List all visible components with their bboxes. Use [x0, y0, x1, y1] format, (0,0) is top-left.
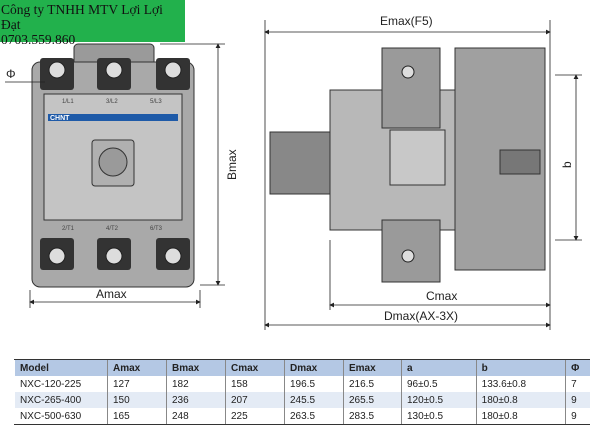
company-banner: Công ty TNHH MTV Lợi Lợi Đạt 0703.559.86…: [0, 0, 185, 47]
side-view-contactor: [269, 47, 546, 283]
company-name: Công ty TNHH MTV Lợi Lợi Đạt: [1, 2, 163, 32]
svg-text:2/T1: 2/T1: [62, 226, 75, 232]
col-cmax: Cmax: [225, 359, 285, 376]
table-header-row: Model Amax Bmax Cmax Dmax Emax a b Φ: [14, 359, 590, 376]
brand-logo: CHNT: [50, 115, 70, 122]
col-amax: Amax: [107, 359, 167, 376]
amax-label: Amax: [96, 287, 127, 301]
company-phone: 0703.559.860: [1, 32, 76, 47]
svg-text:1/L1: 1/L1: [62, 99, 74, 105]
emax-label: Emax(F5): [380, 14, 433, 28]
svg-text:4/T2: 4/T2: [106, 226, 119, 232]
col-model: Model: [14, 359, 108, 376]
bmax-label: Bmax: [225, 149, 239, 180]
col-a: a: [401, 359, 477, 376]
dmax-label: Dmax(AX-3X): [384, 309, 458, 323]
dimensions-table: Model Amax Bmax Cmax Dmax Emax a b Φ NXC…: [14, 359, 590, 425]
phi-label: Φ: [6, 67, 16, 81]
b-label: b: [560, 161, 574, 168]
cmax-label: Cmax: [426, 289, 457, 303]
svg-text:6/T3: 6/T3: [150, 226, 163, 232]
col-phi: Φ: [565, 359, 590, 376]
col-emax: Emax: [343, 359, 402, 376]
col-bmax: Bmax: [166, 359, 226, 376]
svg-text:3/L2: 3/L2: [106, 99, 118, 105]
col-b: b: [475, 359, 566, 376]
svg-text:5/L3: 5/L3: [150, 99, 162, 105]
front-view-contactor: CHNT 1/L1 3/L2 5/L3 2/T1 4/T2 6/T3: [31, 43, 195, 288]
col-dmax: Dmax: [284, 359, 344, 376]
bottom-terminals: [40, 238, 190, 270]
top-terminals: [40, 58, 190, 90]
